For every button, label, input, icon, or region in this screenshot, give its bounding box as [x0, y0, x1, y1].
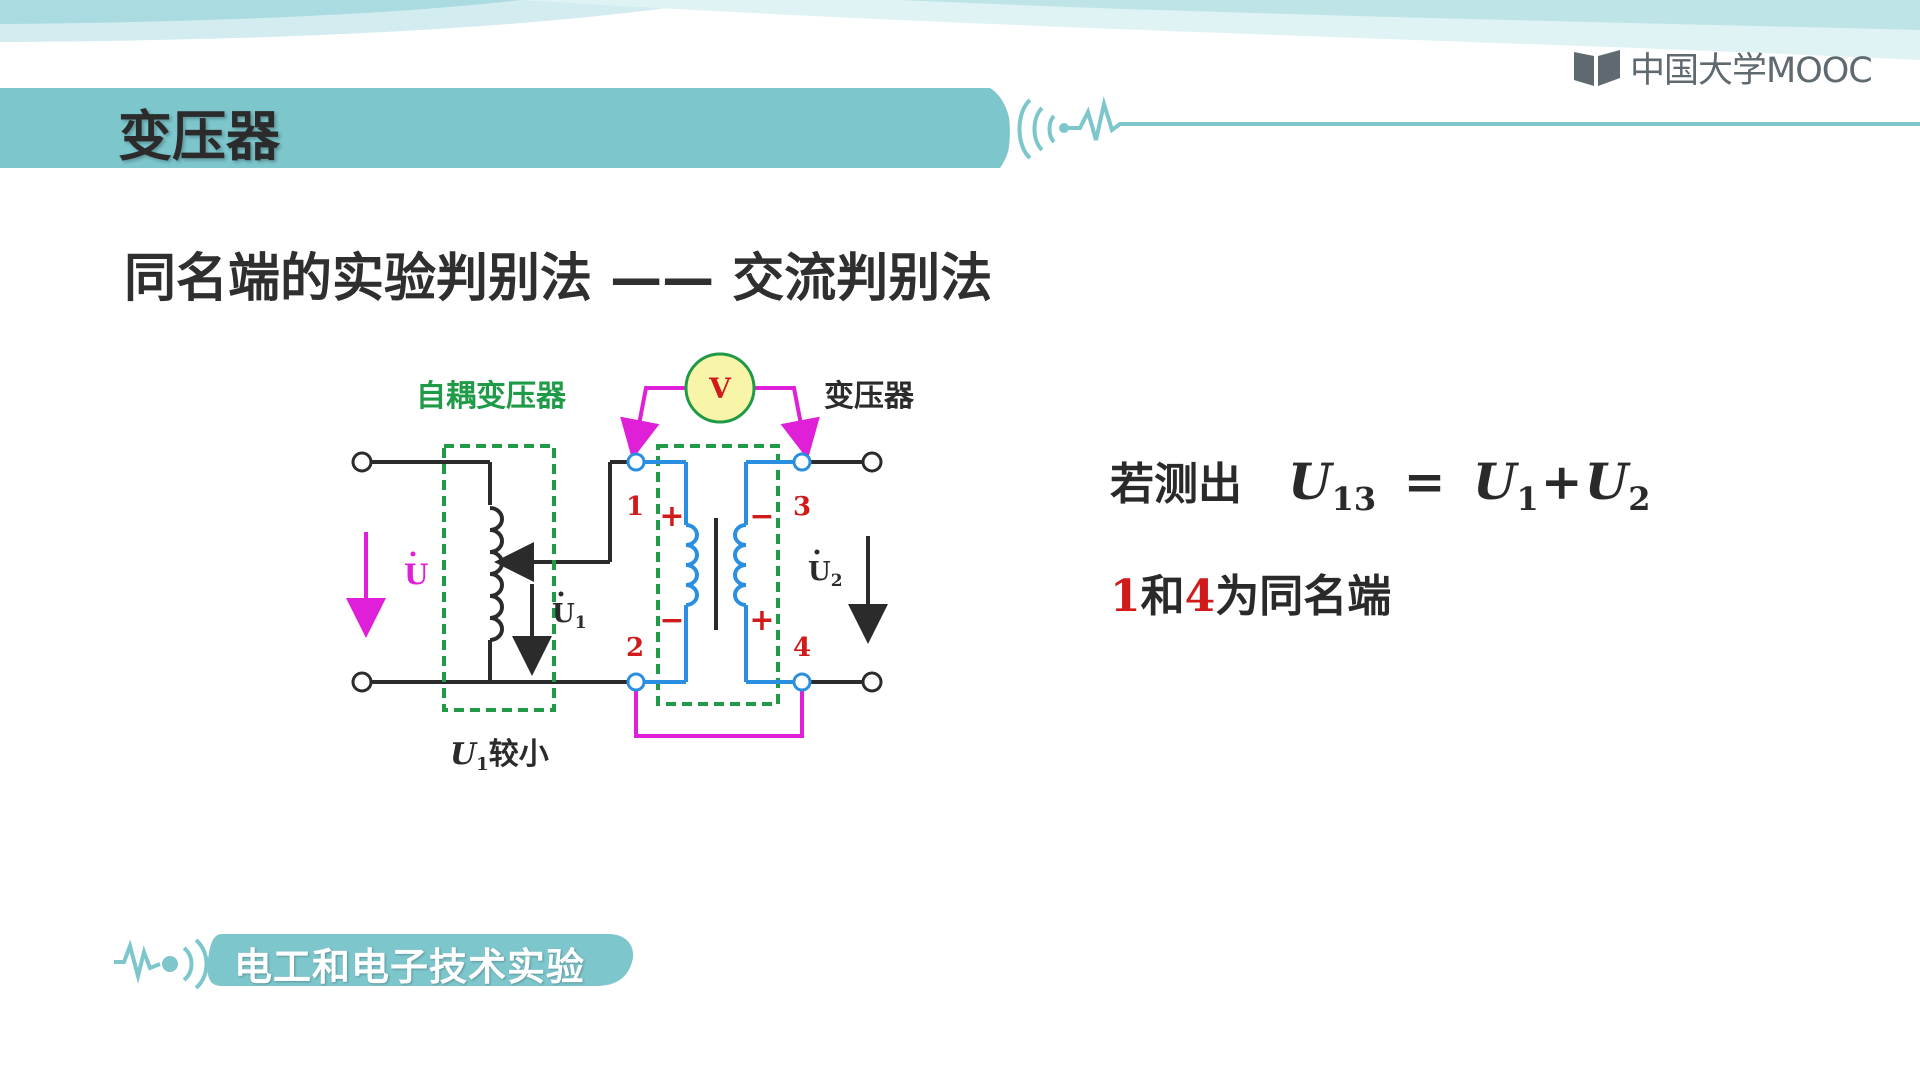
- transformer-box: [656, 444, 780, 706]
- phasor-dot: [814, 549, 820, 555]
- secondary-voltage-label: U2: [808, 557, 843, 591]
- transformer-label: 变压器: [824, 379, 915, 414]
- formula-equation: U13 = U1+U2: [1288, 452, 1651, 518]
- brand-name: 中国大学MOOC: [1630, 50, 1873, 91]
- formula-u2: U: [1584, 452, 1629, 511]
- result-formula: 若测出 U13 = U1+U2: [1110, 448, 1651, 518]
- terminal-label-1: 1: [626, 492, 644, 522]
- conclusion: 1和4为同名端: [1110, 560, 1391, 624]
- terminal-2: [626, 672, 646, 692]
- footer-badge: [114, 934, 634, 990]
- conclusion-text: 为同名端: [1215, 571, 1392, 622]
- tap-voltage-label: U1: [552, 599, 587, 633]
- minus-sign-secondary: −: [749, 499, 774, 534]
- voltmeter: [684, 352, 756, 424]
- output-terminal-top: [861, 451, 883, 473]
- formula-prefix: 若测出: [1110, 459, 1242, 510]
- input-terminal-bottom: [351, 671, 373, 693]
- input-terminal-top: [351, 451, 373, 473]
- terminal-label-2: 2: [626, 633, 644, 663]
- autotransformer-label: 自耦变压器: [416, 379, 567, 414]
- autotransformer-box: [442, 444, 556, 712]
- formula-lhs: U: [1288, 452, 1332, 511]
- voltmeter-symbol: V: [708, 372, 732, 405]
- page-title: 变压器: [118, 105, 280, 168]
- slide-heading: 同名端的实验判别法 —— 交流判别法: [124, 249, 993, 309]
- plus-sign-primary: +: [659, 499, 684, 534]
- formula-u2-sub: 2: [1628, 480, 1651, 518]
- autotransformer-wiring: [360, 460, 628, 684]
- formula-u1-sub: 1: [1516, 480, 1539, 518]
- conclusion-terminal-1: 1: [1110, 571, 1141, 622]
- conclusion-terminal-4: 4: [1184, 571, 1216, 622]
- source-voltage-label: U: [404, 558, 428, 591]
- circuit-diagram: V 1 2 3 4 + − − + U U1 U2 自耦变压器 变压器 U1较小: [346, 352, 915, 775]
- output-terminal-bottom: [861, 671, 883, 693]
- course-name: 电工和电子技术实验: [234, 945, 586, 989]
- signal-wave-icon: [1017, 96, 1920, 160]
- terminal-label-3: 3: [793, 492, 811, 522]
- terminal-label-4: 4: [793, 633, 811, 663]
- plus-sign-secondary: +: [749, 603, 774, 638]
- caption: U1较小: [450, 737, 549, 775]
- sound-wave-icon: [114, 938, 209, 990]
- phasor-dot: [558, 591, 564, 597]
- phasor-dot: [410, 551, 416, 557]
- voltmeter-lead-left: [620, 386, 686, 460]
- terminal-3: [792, 452, 812, 472]
- minus-sign-primary: −: [659, 603, 684, 638]
- formula-equals: =: [1403, 452, 1446, 511]
- terminal-1: [626, 452, 646, 472]
- terminal-4: [792, 672, 812, 692]
- mooc-logo: 中国大学MOOC: [1572, 44, 1873, 91]
- formula-lhs-sub: 13: [1331, 480, 1377, 518]
- jumper-wire: [634, 690, 804, 738]
- book-icon: [1574, 50, 1620, 86]
- formula-plus: +: [1540, 452, 1583, 511]
- conclusion-and: 和: [1140, 571, 1185, 622]
- voltmeter-lead-right: [754, 386, 820, 460]
- header-decoration: [0, 0, 1920, 168]
- formula-u1: U: [1472, 452, 1517, 511]
